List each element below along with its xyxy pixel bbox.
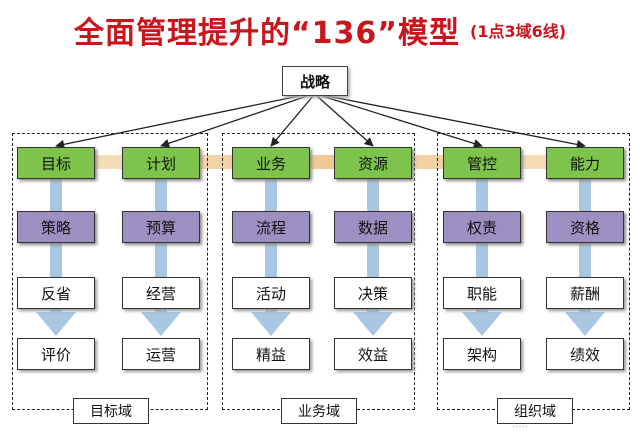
node-d1-c1-r3: 效益 (334, 338, 412, 370)
domain-label-text: 业务域 (298, 404, 340, 420)
node-label: 架构 (466, 345, 497, 364)
node-label: 业务 (255, 154, 286, 173)
node-label: 效益 (357, 345, 388, 364)
node-label: 职能 (466, 284, 497, 303)
title-subtitle: (1点3域6线) (470, 22, 567, 41)
connector-arrow (326, 95, 586, 149)
connector-arrow (270, 95, 314, 147)
node-label: 资源 (357, 154, 388, 173)
node-label: 资格 (569, 218, 600, 237)
node-d2-c0-r2: 职能 (443, 277, 521, 309)
title-main: 全面管理提升的“136”模型 (73, 16, 461, 51)
diagram-title: 全面管理提升的“136”模型 (1点3域6线) (0, 8, 640, 52)
node-label: 薪酬 (569, 284, 600, 303)
domain-label-1: 业务域 (281, 398, 357, 424)
flow-arrowhead (36, 312, 76, 336)
node-label: 精益 (255, 345, 286, 364)
node-d1-c0-r1: 流程 (232, 211, 310, 243)
node-label: 计划 (145, 154, 176, 173)
node-d0-c1-r1: 预算 (122, 211, 200, 243)
watermark-mark: ····· (512, 422, 528, 433)
node-label: 决策 (357, 284, 388, 303)
node-d2-c1-r2: 薪酬 (546, 277, 624, 309)
node-label: 反省 (40, 284, 71, 303)
node-d0-c0-r1: 策略 (17, 211, 95, 243)
connector-arrow (321, 95, 483, 148)
domain-label-2: 组织域 (497, 398, 573, 424)
root-node-strategy: 战略 (282, 66, 348, 96)
node-label: 流程 (255, 218, 286, 237)
node-label: 管控 (466, 154, 497, 173)
node-label: 绩效 (569, 345, 600, 364)
node-d0-c1-r3: 运营 (122, 338, 200, 370)
node-label: 预算 (145, 218, 176, 237)
node-label: 活动 (255, 284, 286, 303)
node-d1-c0-r3: 精益 (232, 338, 310, 370)
node-label: 能力 (569, 154, 600, 173)
node-d1-c1-r1: 数据 (334, 211, 412, 243)
node-d2-c0-r3: 架构 (443, 338, 521, 370)
node-d1-c1-r0: 资源 (334, 147, 412, 179)
node-d2-c0-r0: 管控 (443, 147, 521, 179)
node-label: 经营 (145, 284, 176, 303)
flow-arrowhead (141, 312, 181, 336)
node-d1-c0-r2: 活动 (232, 277, 310, 309)
node-d0-c0-r3: 评价 (17, 338, 95, 370)
node-d0-c0-r2: 反省 (17, 277, 95, 309)
domain-label-text: 目标域 (90, 404, 132, 420)
node-d2-c1-r3: 绩效 (546, 338, 624, 370)
connector-arrow (160, 95, 308, 148)
flow-arrowhead (565, 312, 605, 336)
root-node-label: 战略 (299, 72, 330, 91)
connector-arrow (55, 95, 300, 149)
node-d2-c0-r1: 权责 (443, 211, 521, 243)
domain-label-0: 目标域 (73, 398, 149, 424)
node-label: 权责 (466, 218, 497, 237)
flow-arrowhead (462, 312, 502, 336)
node-d0-c1-r2: 经营 (122, 277, 200, 309)
node-label: 评价 (40, 345, 71, 364)
node-d1-c1-r2: 决策 (334, 277, 412, 309)
domain-label-text: 组织域 (514, 404, 556, 420)
node-d0-c1-r0: 计划 (122, 147, 200, 179)
flow-arrowhead (353, 312, 393, 336)
node-d2-c1-r0: 能力 (546, 147, 624, 179)
node-label: 策略 (40, 218, 71, 237)
node-label: 运营 (145, 345, 176, 364)
node-label: 目标 (40, 154, 71, 173)
node-d0-c0-r0: 目标 (17, 147, 95, 179)
flow-arrowhead (251, 312, 291, 336)
node-label: 数据 (357, 218, 388, 237)
node-d1-c0-r0: 业务 (232, 147, 310, 179)
connector-arrow (316, 95, 374, 147)
node-d2-c1-r1: 资格 (546, 211, 624, 243)
